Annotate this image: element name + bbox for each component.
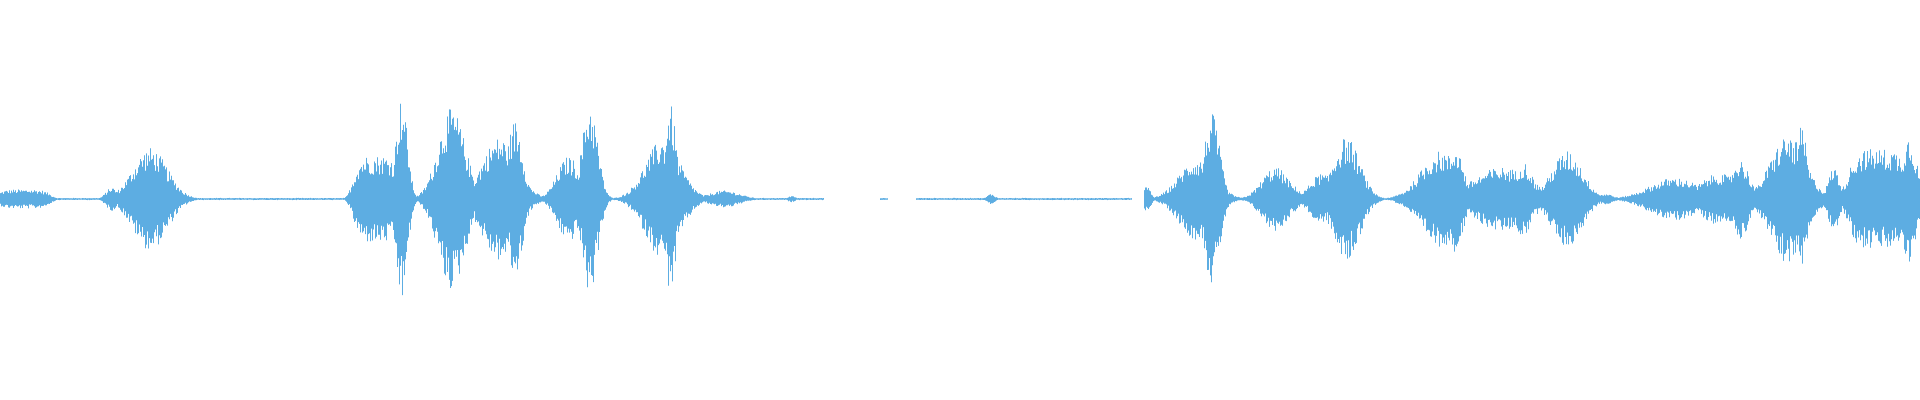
waveform-peaks <box>0 103 1920 296</box>
